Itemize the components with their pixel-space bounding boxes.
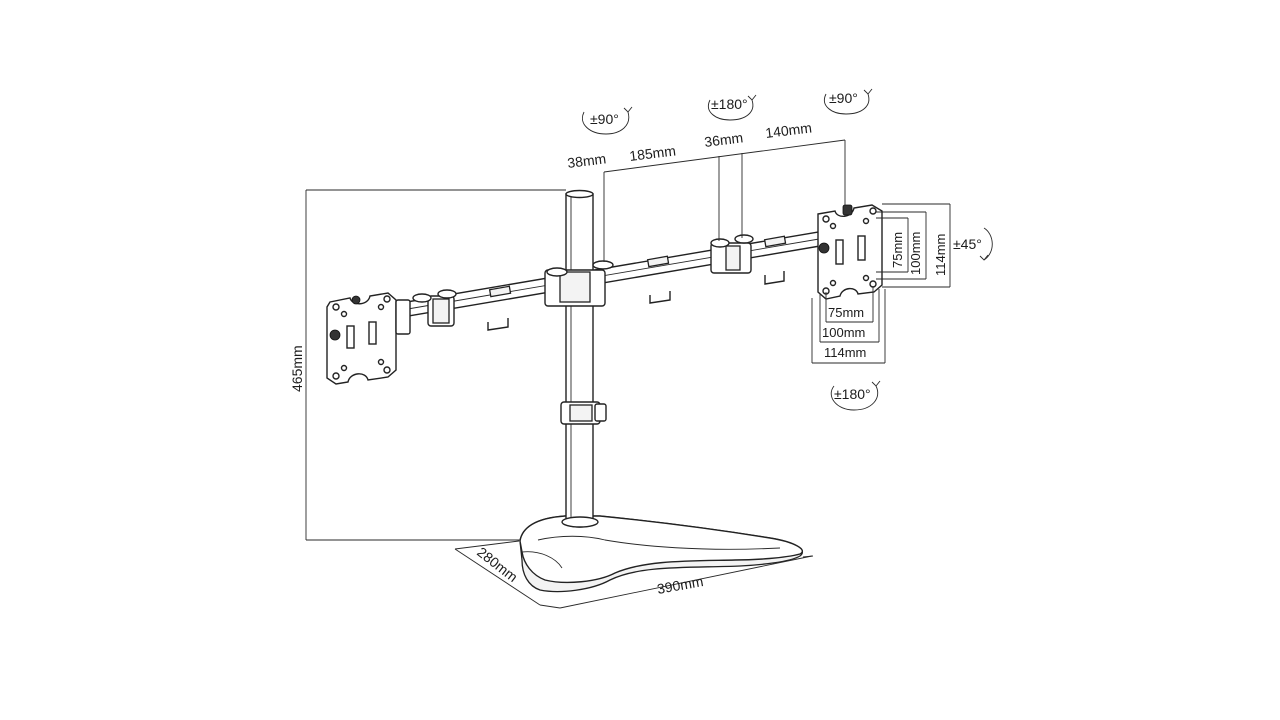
- arm-segment-140-label: 140mm: [764, 119, 812, 141]
- rotation-tilt: ±45°: [953, 227, 993, 261]
- right-vesa-plate: [817, 204, 883, 300]
- dimension-lines: [305, 139, 951, 609]
- svg-text:±180°: ±180°: [711, 96, 748, 112]
- stand-base: [519, 515, 803, 593]
- vesa-horizontal-114-label: 114mm: [824, 345, 866, 360]
- pole-height-label: 465mm: [289, 345, 305, 392]
- vesa-vertical-100-label: 100mm: [908, 232, 923, 275]
- svg-text:±180°: ±180°: [834, 386, 871, 402]
- rotation-arrow-icon: [830, 385, 879, 411]
- vesa-horizontal-75-label: 75mm: [828, 305, 864, 320]
- arm-offset-38-label: 38mm: [566, 150, 607, 171]
- svg-text:±45°: ±45°: [953, 236, 982, 252]
- vesa-vertical-114-label: 114mm: [933, 234, 948, 276]
- rotation-arrow-icon: [824, 93, 870, 115]
- vertical-pole: [561, 189, 599, 528]
- cable-clip: [560, 401, 607, 425]
- rotation-mid-joint: ±180°: [708, 94, 757, 121]
- svg-text:±90°: ±90°: [590, 111, 619, 127]
- base-depth-label: 280mm: [474, 544, 521, 585]
- base-width-label: 390mm: [656, 573, 705, 597]
- vesa-vertical-75-label: 75mm: [890, 232, 905, 268]
- rotation-plate: ±180°: [830, 380, 881, 411]
- arm-offset-36-label: 36mm: [703, 129, 744, 150]
- rotation-arrow-icon: [708, 99, 754, 121]
- rotation-arrow-icon: [983, 227, 993, 261]
- rotation-left-joint: ±90°: [582, 106, 633, 135]
- rotation-right-joint: ±90°: [824, 88, 873, 115]
- vesa-horizontal-100-label: 100mm: [822, 325, 865, 340]
- arm-segment-185-label: 185mm: [628, 142, 676, 164]
- svg-text:±90°: ±90°: [829, 90, 858, 106]
- left-vesa-plate: [326, 292, 411, 385]
- horizontal-arm: [394, 231, 821, 331]
- rotation-arrow-icon: [582, 111, 630, 135]
